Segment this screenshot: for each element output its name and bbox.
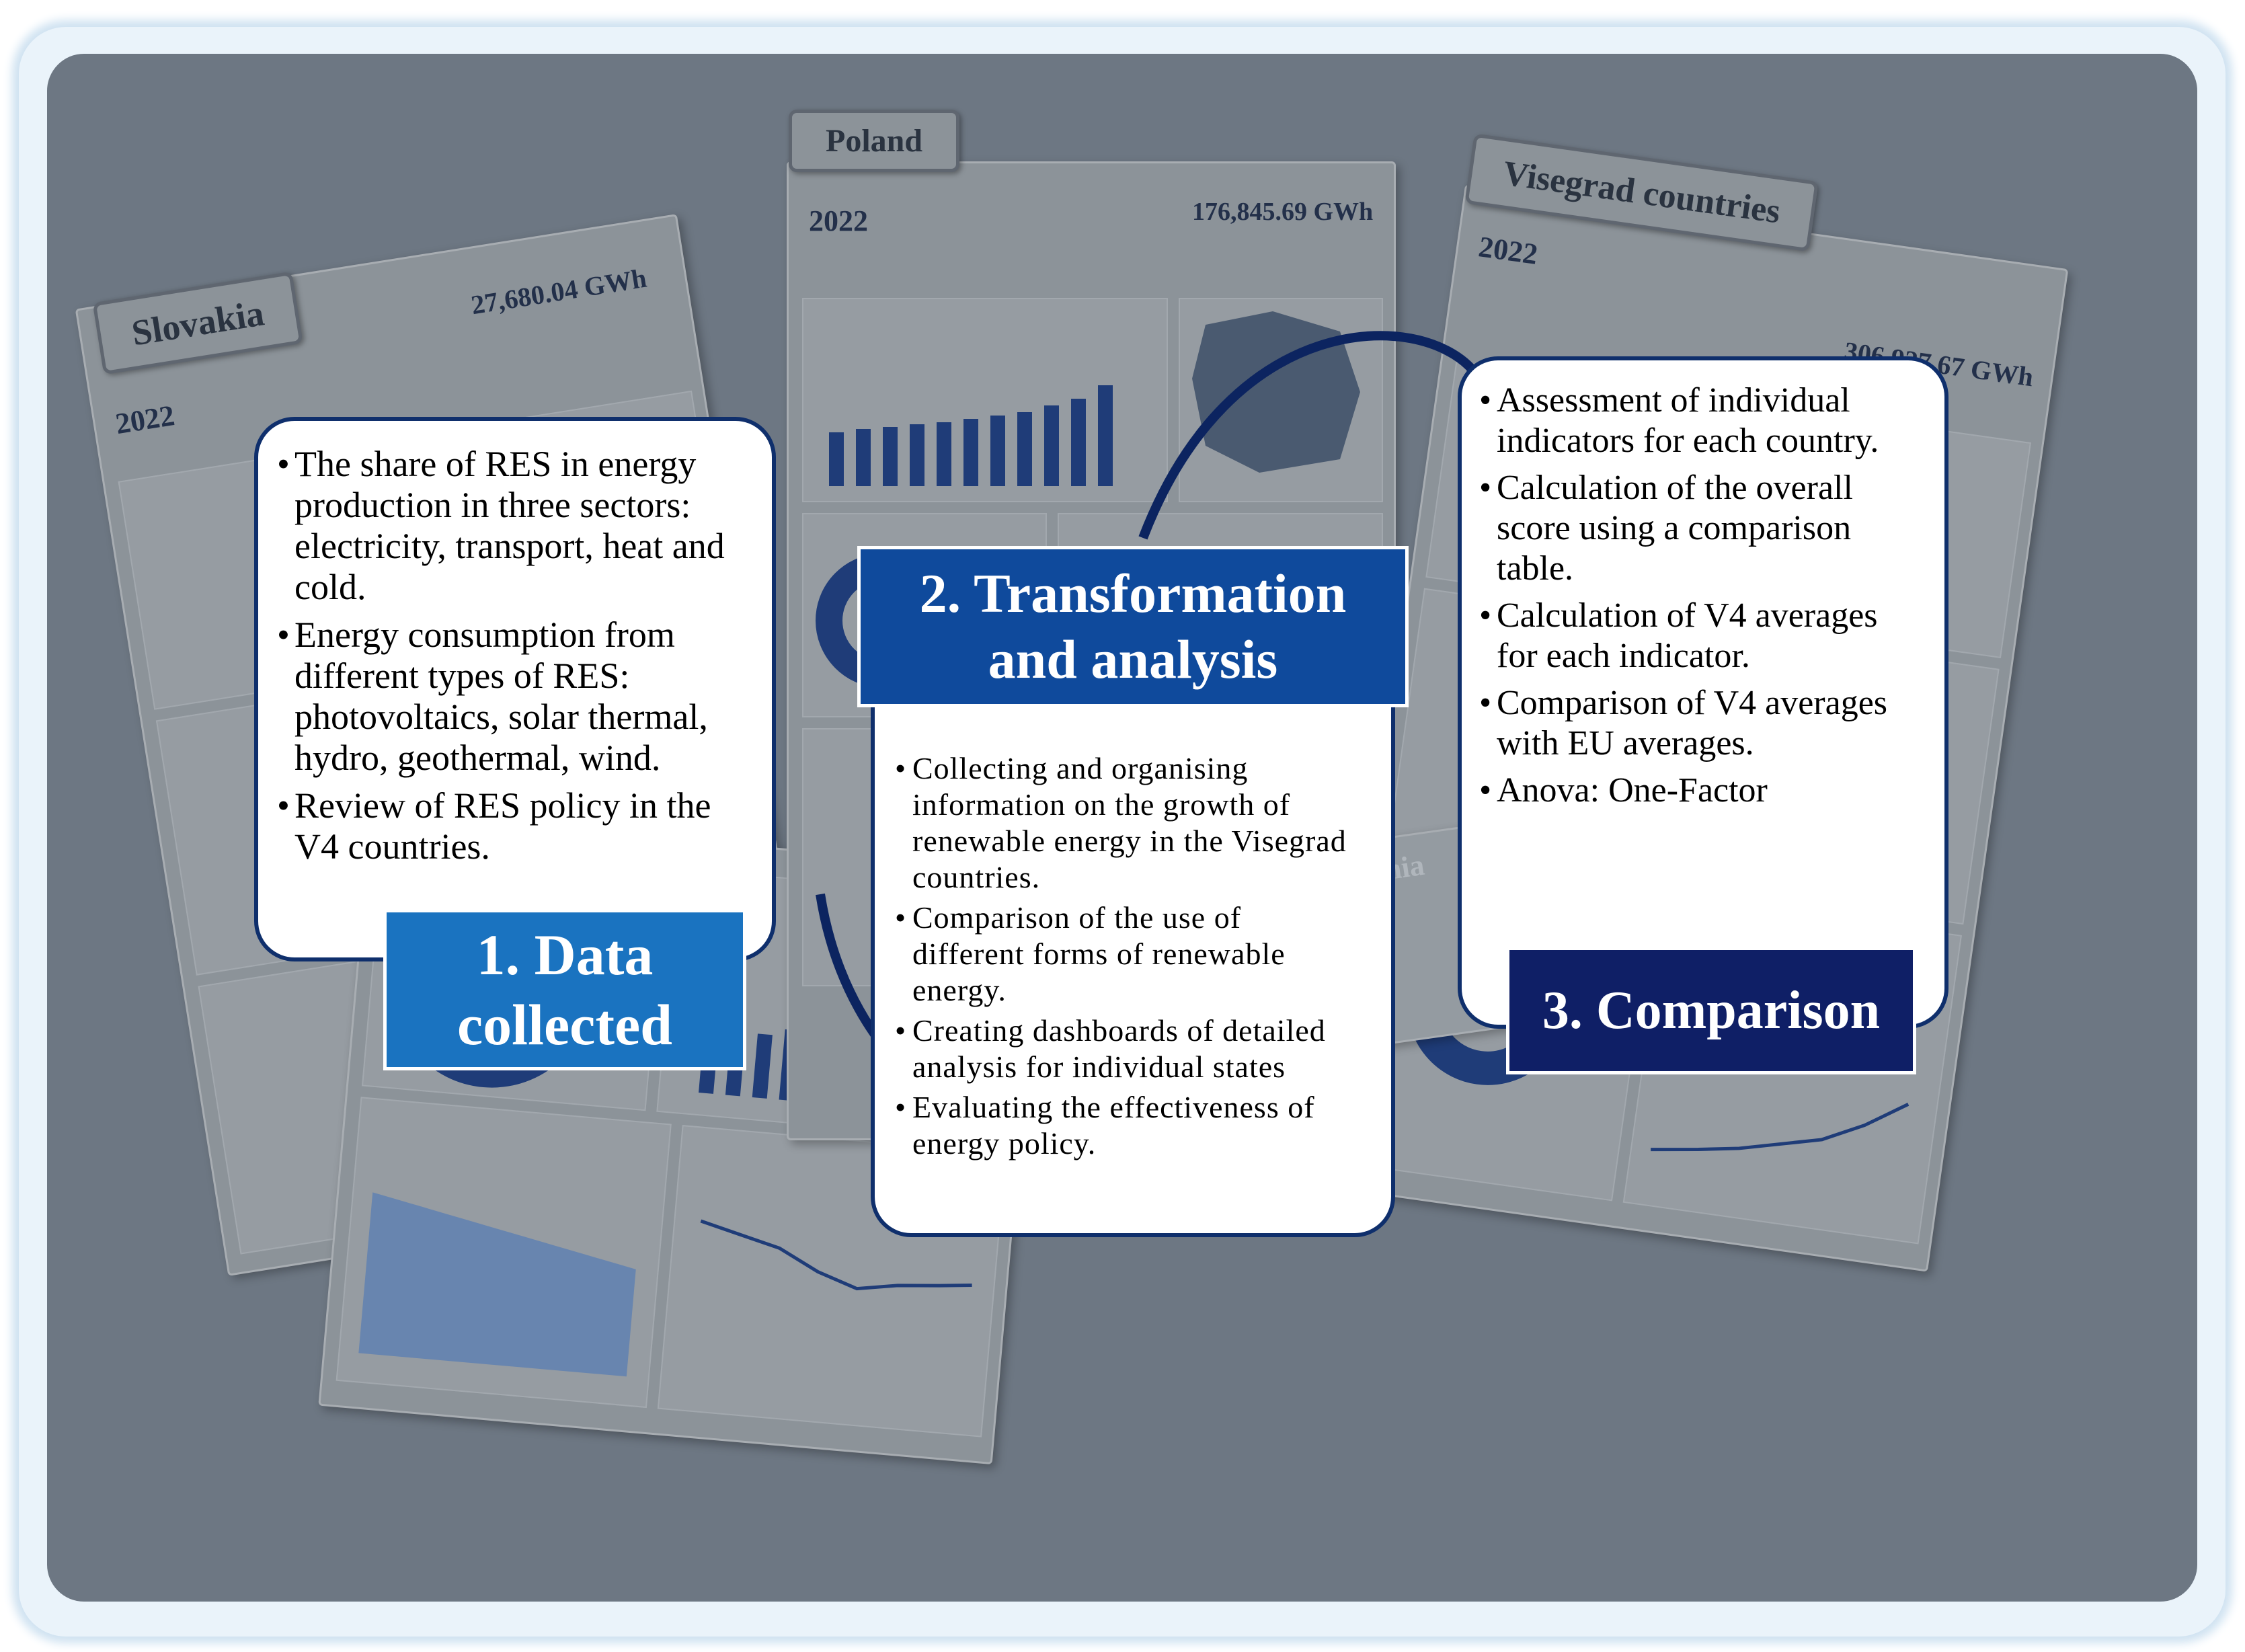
stage-label-line: and analysis (988, 629, 1278, 690)
stage-label-line: collected (457, 992, 672, 1057)
bullet-item: Anova: One-Factor (1479, 771, 1918, 811)
dashboard-total-stat: 176,845.69 GWh (1192, 198, 1374, 226)
stage-label-transformation: 2. Transformation and analysis (857, 546, 1409, 707)
bullet-item: Calculation of the overall score using a… (1479, 468, 1918, 589)
bullet-item: Collecting and organising information on… (895, 750, 1357, 896)
stage-label-line: 1. Data (476, 922, 654, 987)
bullet-list: Collecting and organising information on… (895, 750, 1357, 1162)
stage-label-data-collected: 1. Data collected (383, 909, 746, 1070)
bullet-item: The share of RES in energy production in… (277, 444, 745, 608)
bullet-item: Comparison of V4 averages with EU averag… (1479, 683, 1918, 764)
bullet-item: Creating dashboards of detailed analysis… (895, 1013, 1357, 1085)
stage-label-line: 2. Transformation (919, 563, 1347, 624)
diagram-canvas: Slovakia 2022 27,680.04 GWh Poland 2022 … (47, 54, 2197, 1602)
bullet-item: Evaluating the effectiveness of energy p… (895, 1089, 1357, 1162)
dashboard-year: 2022 (809, 204, 868, 237)
bullet-list: The share of RES in energy production in… (277, 444, 745, 867)
stage-panel-comparison: Assessment of individual indicators for … (1458, 356, 1948, 1029)
stage-panel-data-collected: The share of RES in energy production in… (254, 417, 776, 961)
stage-panel-transformation: Collecting and organising information on… (871, 659, 1395, 1237)
bullet-item: Calculation of V4 averages for each indi… (1479, 596, 1918, 676)
bullet-item: Review of RES policy in the V4 countries… (277, 785, 745, 867)
dashboard-country-label: Poland (789, 110, 960, 172)
bullet-item: Energy consumption from different types … (277, 615, 745, 779)
bullet-item: Comparison of the use of different forms… (895, 900, 1357, 1009)
stage-label-comparison: 3. Comparison (1506, 947, 1916, 1074)
bullet-list: Assessment of individual indicators for … (1479, 381, 1918, 811)
bullet-item: Assessment of individual indicators for … (1479, 381, 1918, 461)
stage-label-line: 3. Comparison (1542, 980, 1881, 1040)
